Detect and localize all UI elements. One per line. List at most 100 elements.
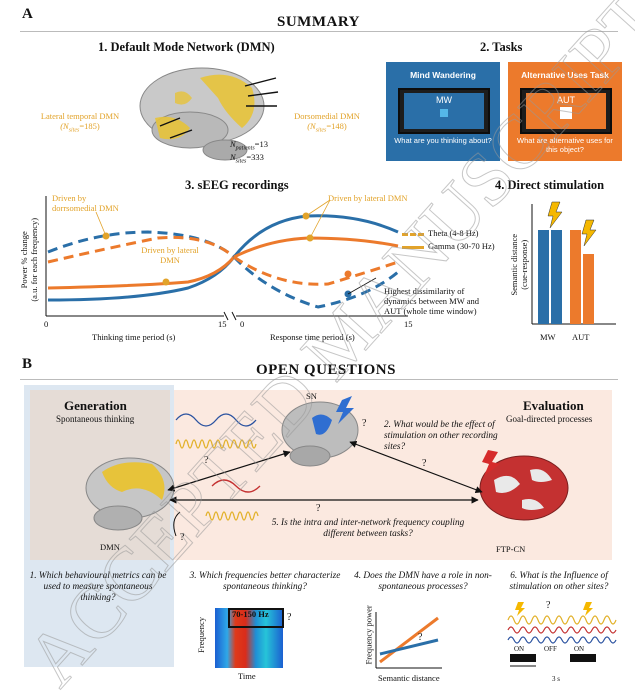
mw-header: Mind Wandering xyxy=(410,70,476,80)
xlabel-left: Thinking time period (s) xyxy=(92,332,176,342)
q6-lightning-icon-1 xyxy=(515,602,525,616)
qmark-3: ? xyxy=(316,503,321,514)
dmn-brain-illustration xyxy=(139,67,279,161)
qmark-4: ? xyxy=(180,532,185,543)
stim-cat-mw: MW xyxy=(540,332,556,342)
question-3: 3. Which frequencies better characterize… xyxy=(189,571,341,593)
ann-highest: Highest dissimilarity of dynamics betwee… xyxy=(384,286,479,316)
q6-traces xyxy=(507,602,617,667)
bar-aut-2 xyxy=(583,254,594,324)
ann-lateral-left: Driven by lateral DMN xyxy=(141,245,199,265)
theta-aut-right xyxy=(233,255,399,286)
q4-line-aut xyxy=(379,616,439,664)
qmark-1: ? xyxy=(204,455,209,466)
evaluation-title: Evaluation xyxy=(523,398,584,413)
tick-15-right: 15 xyxy=(404,319,413,329)
generation-sub: Spontaneous thinking xyxy=(56,414,135,424)
section-b-letter: B xyxy=(22,356,33,372)
legend-theta: Theta (4-8 Hz) xyxy=(402,228,479,239)
legend-gamma: Gamma (30-70 Hz) xyxy=(402,241,495,252)
q6-time: 3 s xyxy=(552,675,560,683)
bar-mw-1 xyxy=(538,230,549,324)
xlabel-right: Response time period (s) xyxy=(270,332,355,342)
freq-band-box xyxy=(228,608,284,628)
spectrogram xyxy=(215,608,283,668)
chair-icon xyxy=(560,107,572,119)
qmark-sn: ? xyxy=(362,418,367,429)
qmark-2: ? xyxy=(422,458,427,469)
question-4: 4. Does the DMN have a role in non-spont… xyxy=(354,571,492,593)
section-a-title: SUMMARY xyxy=(277,14,360,30)
theta-aut-left xyxy=(47,235,235,264)
question-1: 1. Which behavioural metrics can be used… xyxy=(29,571,167,604)
mw-code: MW xyxy=(436,95,452,105)
theta-mw-left xyxy=(47,230,235,259)
patient-counts: Npatients=13 Nsites=333 xyxy=(230,139,268,165)
bar-aut-1 xyxy=(570,230,581,324)
question-2: 2. What would be the effect of stimulati… xyxy=(384,420,498,453)
stim-cat-aut: AUT xyxy=(572,332,590,342)
wave-blue xyxy=(175,413,257,427)
q6-qmark: ? xyxy=(546,600,551,611)
dmn-brain-b xyxy=(85,457,175,531)
question-5: 5. Is the intra and inter-network freque… xyxy=(271,518,465,540)
section-b-title: OPEN QUESTIONS xyxy=(256,362,396,378)
aut-screen: AUT xyxy=(520,88,612,134)
lateral-dmn-label: Lateral temporal DMN (Nsites=185) xyxy=(40,111,120,134)
bar-mw-2 xyxy=(551,230,562,324)
ftp-lightning-icon xyxy=(482,450,500,476)
question-6: 6. What is the Influence of stimulation … xyxy=(509,571,609,593)
wave-yellow-low xyxy=(205,511,259,521)
evaluation-sub: Goal-directed processes xyxy=(506,414,593,424)
ftp-brain xyxy=(479,450,569,521)
tick-0-left: 0 xyxy=(44,319,49,329)
aut-code: AUT xyxy=(557,95,575,105)
q6-on-1: ON xyxy=(514,645,525,653)
q6-on-2: ON xyxy=(574,645,585,653)
freq-band-label: 70-150 Hz xyxy=(232,609,269,619)
mw-screen: MW xyxy=(398,88,490,134)
tick-15-left: 15 xyxy=(218,319,227,329)
q4-plot xyxy=(375,612,442,669)
ftp-label: FTP-CN xyxy=(496,544,526,554)
aut-header: Alternative Uses Task xyxy=(521,70,609,80)
q6-lightning-icon-2 xyxy=(583,602,593,616)
stim-chart xyxy=(531,201,616,325)
mw-task-panel: Mind Wandering MW What are you thinking … xyxy=(386,62,500,161)
sn-brain xyxy=(281,396,359,467)
mw-square-icon xyxy=(440,109,448,117)
generation-title: Generation xyxy=(64,398,127,413)
freq-ylabel: Frequency xyxy=(196,616,207,653)
q6-off: OFF xyxy=(544,645,557,653)
q4-line-mw xyxy=(379,638,439,656)
seeg-title: 3. sEEG recordings xyxy=(185,178,289,192)
theta-mw-right xyxy=(232,255,399,309)
sn-lightning-icon xyxy=(336,396,354,424)
tick-0-right: 0 xyxy=(240,319,245,329)
dmn-title: 1. Default Mode Network (DMN) xyxy=(98,40,275,54)
wave-yellow-high xyxy=(175,439,257,449)
ann-dorsomedial: Driven by dorrsomedial DMN xyxy=(52,193,119,213)
section-a-rule xyxy=(20,31,618,32)
section-b-rule xyxy=(20,379,618,380)
aut-task-panel: Alternative Uses Task AUT What are alter… xyxy=(508,62,622,161)
ann-lateral-right: Driven by lateral DMN xyxy=(328,193,408,203)
lightning-icon-mw xyxy=(547,201,563,229)
freq-qmark: ? xyxy=(287,612,292,623)
mw-question: What are you thinking about? xyxy=(394,136,492,145)
stim-title: 4. Direct stimulation xyxy=(495,178,605,192)
seeg-plot xyxy=(45,196,408,321)
q4-qmark: ? xyxy=(418,632,423,643)
sn-label: SN xyxy=(306,391,317,401)
q4-xlabel: Semantic distance xyxy=(378,673,440,683)
dorsomedial-dmn-label: Dorsomedial DMN (Nsites=148) xyxy=(294,111,360,134)
aut-question: What are alternative uses for this objec… xyxy=(517,136,613,154)
dmn-label: DMN xyxy=(100,542,120,552)
wave-red xyxy=(211,479,261,493)
lightning-icon-aut xyxy=(581,219,597,247)
tasks-title: 2. Tasks xyxy=(480,40,523,54)
section-a-letter: A xyxy=(22,6,33,22)
freq-xlabel: Time xyxy=(238,671,256,681)
gamma-aut-left xyxy=(47,256,236,290)
